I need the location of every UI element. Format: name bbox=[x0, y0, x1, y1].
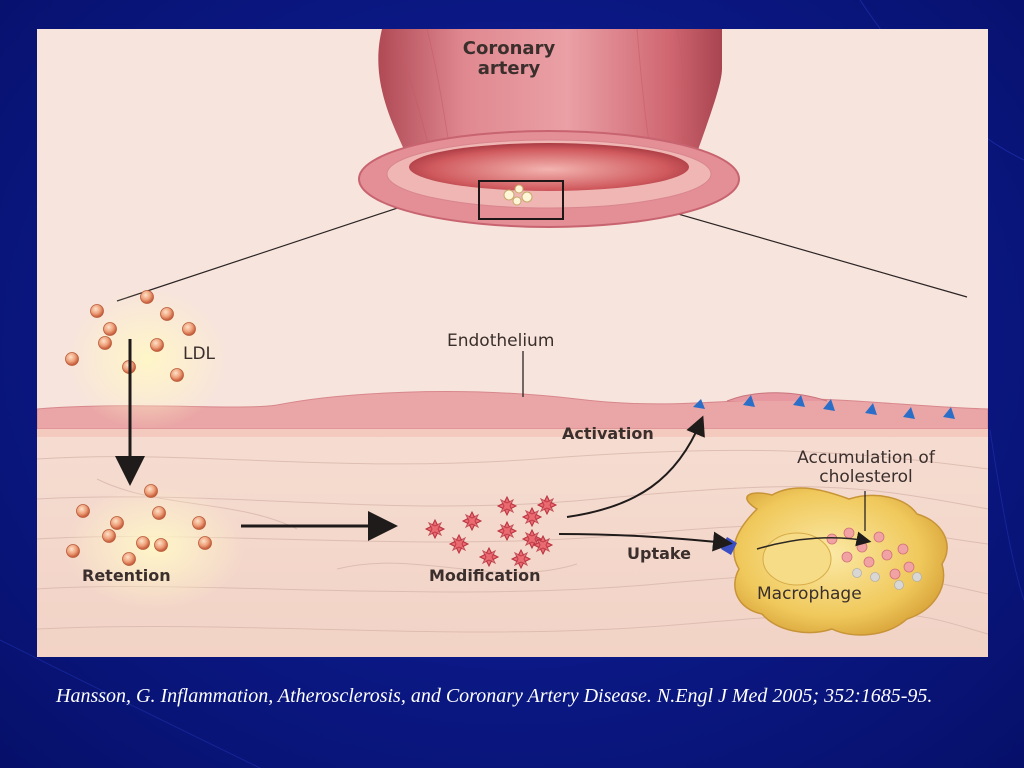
arrow-to-uptake bbox=[558, 531, 733, 552]
arrow-to-activation bbox=[566, 415, 705, 518]
adhesion-molecules bbox=[693, 395, 955, 419]
arrow-internalization bbox=[756, 531, 872, 550]
label-modification: Modification bbox=[429, 566, 541, 585]
label-macrophage: Macrophage bbox=[757, 584, 862, 604]
label-accumulation-of-cholesterol: Accumulation of cholesterol bbox=[797, 448, 935, 487]
label-retention: Retention bbox=[82, 566, 171, 585]
label-activation: Activation bbox=[562, 424, 654, 443]
retained-ldl-particles bbox=[66, 484, 212, 566]
illustration-panel: Coronary artery LDL Endothelium Activati… bbox=[37, 29, 988, 657]
citation-text: Hansson, G. Inflammation, Atherosclerosi… bbox=[56, 685, 933, 707]
ldl-particles bbox=[65, 290, 196, 382]
atherosclerosis-illustration bbox=[37, 29, 988, 657]
coronary-artery-vessel bbox=[358, 29, 740, 228]
macrophage-cell bbox=[721, 487, 948, 636]
modified-ldl-particles bbox=[424, 494, 558, 570]
label-uptake: Uptake bbox=[627, 544, 691, 563]
zoom-box bbox=[478, 180, 564, 220]
label-endothelium: Endothelium bbox=[447, 331, 555, 351]
internal-elastic-lamina bbox=[37, 429, 988, 437]
label-coronary-artery: Coronary artery bbox=[462, 38, 556, 79]
label-ldl: LDL bbox=[183, 344, 216, 364]
